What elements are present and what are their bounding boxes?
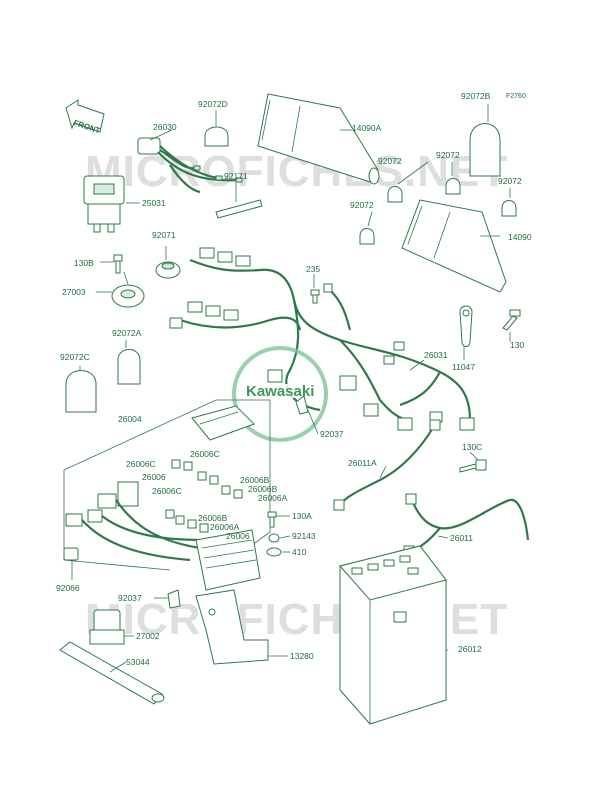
assembly-26004-frame [63,399,271,549]
part-92072D-clamp [204,126,229,147]
label-26006-a: 26006 [142,472,166,482]
front-arrow-icon: FRONT [65,99,105,135]
label-26004: 26004 [118,414,142,424]
kawasaki-brand-text: Kawasaki [246,383,314,400]
part-130A-bolt [267,511,277,528]
label-26006A-a: 26006A [258,493,288,503]
label-130: 130 [510,340,524,350]
part-26006-relays [165,459,243,533]
part-130-bolt [502,309,521,331]
label-26011: 26011 [450,533,473,543]
label-130B: 130B [74,258,94,268]
label-14090A: 14090A [352,123,382,133]
label-92071: 92071 [152,230,176,240]
part-11047-bracket [459,305,473,347]
part-14090-cover [401,199,507,293]
label-26006C-c: 26006C [152,486,182,496]
label-26006B-c: 26006B [198,513,228,523]
part-92072B-clamp [469,123,501,177]
label-92072A: 92072A [112,328,142,338]
part-14090A-cover [257,93,380,185]
part-26012-battery [339,545,447,725]
label-26030: 26030 [153,122,177,132]
part-92072-clamp-c [359,228,375,245]
part-92037-clip-upper [295,395,309,415]
label-26006C-b: 26006C [126,459,156,469]
part-26011-battery-cable [403,493,530,557]
part-13280-bracket [195,589,269,665]
label-26011A: 26011A [348,458,377,468]
part-92072-clamp-b [445,178,461,195]
label-27002: 27002 [136,631,160,641]
label-14090: 14090 [508,232,532,242]
label-92072-b: 92072 [436,150,460,160]
part-92037-clip-lower [167,589,181,609]
label-25031: 25031 [142,198,166,208]
part-92071-grommet [155,261,181,279]
part-26004-fuse-box-lid [191,405,255,441]
label-11047: 11047 [452,362,475,372]
label-26006C-a: 26006C [190,449,220,459]
part-27002-relay [89,609,125,645]
part-26011A-battery-cable [333,419,441,511]
label-92143: 92143 [292,531,316,541]
part-26004-sub-harness [65,481,201,562]
label-26006B-a: 26006B [240,475,270,485]
label-92072-d: 92072 [498,176,522,186]
figure-ref-code: F2760 [506,93,526,100]
label-26006A-b: 26006A [210,522,240,532]
part-130C-bolt [459,459,487,473]
label-410: 410 [292,547,306,557]
label-26012: 26012 [458,644,482,654]
assembly-26004-frame-lower [63,470,171,571]
label-92037-lower: 92037 [118,593,142,603]
label-92072-c: 92072 [350,200,374,210]
part-92143-collar [268,533,280,543]
part-92072C-clamp [65,370,97,413]
part-235-screw [310,289,320,304]
label-13280: 13280 [290,651,314,661]
part-26030-connector [137,137,243,194]
kawasaki-logo: Kawasaki [232,346,328,442]
part-53044-tube [59,641,165,705]
leader-lines [71,104,511,673]
part-92072A-clamp [117,349,141,385]
label-92066: 92066 [56,583,80,593]
label-26031: 26031 [424,350,448,360]
part-92066-grommet [63,547,79,561]
part-fuse-box-base [195,529,261,591]
part-92171-bracket [215,199,263,219]
label-130C: 130C [462,442,482,452]
label-92072C: 92072C [60,352,90,362]
label-130A: 130A [292,511,312,521]
label-53044: 53044 [126,657,150,667]
label-92072D: 92072D [198,99,228,109]
label-26006B-b: 26006B [248,484,278,494]
label-92072B: 92072B [461,91,491,101]
part-410-washer [266,547,282,557]
part-26031-main-harness [169,247,475,431]
label-26006-b: 26006 [226,531,250,541]
label-235: 235 [306,264,320,274]
label-92037-upper: 92037 [320,429,344,439]
part-92072-clamp-d [501,200,517,217]
label-92072-a: 92072 [378,156,402,166]
part-27003-horn [111,271,145,308]
part-92072-clamp-a [387,186,403,203]
label-92171: 92171 [224,171,248,181]
part-130B-bolt [113,254,123,274]
label-27003: 27003 [62,287,86,297]
part-25031-hour-meter [83,175,125,233]
